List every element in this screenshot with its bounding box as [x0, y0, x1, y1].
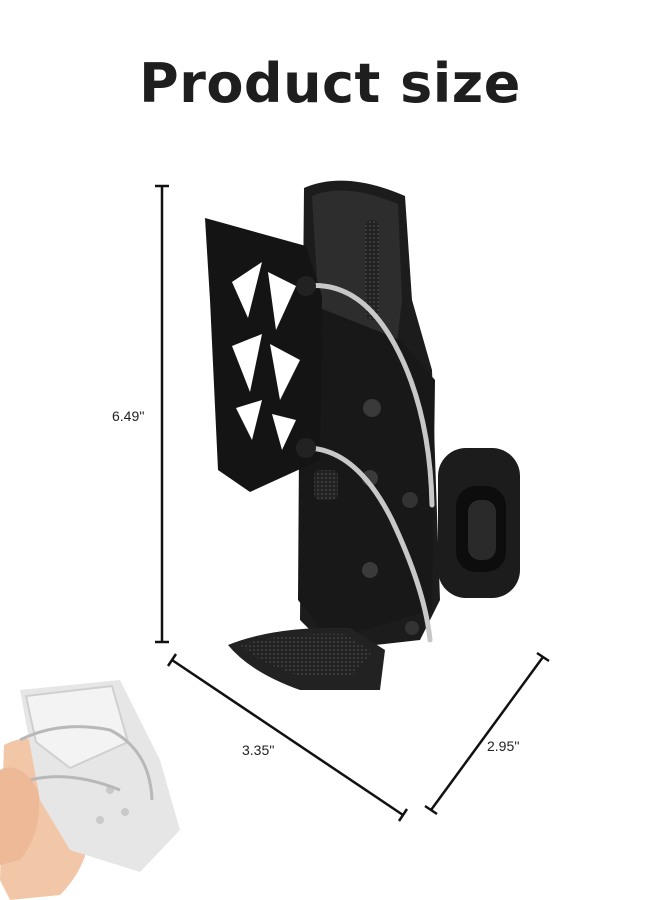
height-label: 6.49'' — [112, 408, 145, 424]
width-dimension-line — [166, 653, 409, 822]
handlebar-clamp — [438, 448, 520, 598]
depth-dimension-line — [424, 651, 550, 816]
hand-holding-holder-image — [0, 680, 180, 900]
product-holder — [205, 180, 520, 690]
width-label: 3.35'' — [242, 742, 275, 758]
height-dimension-line — [155, 184, 169, 644]
metal-rods — [303, 282, 435, 643]
page-title: Product size — [139, 52, 521, 115]
depth-label: 2.95'' — [487, 738, 520, 754]
